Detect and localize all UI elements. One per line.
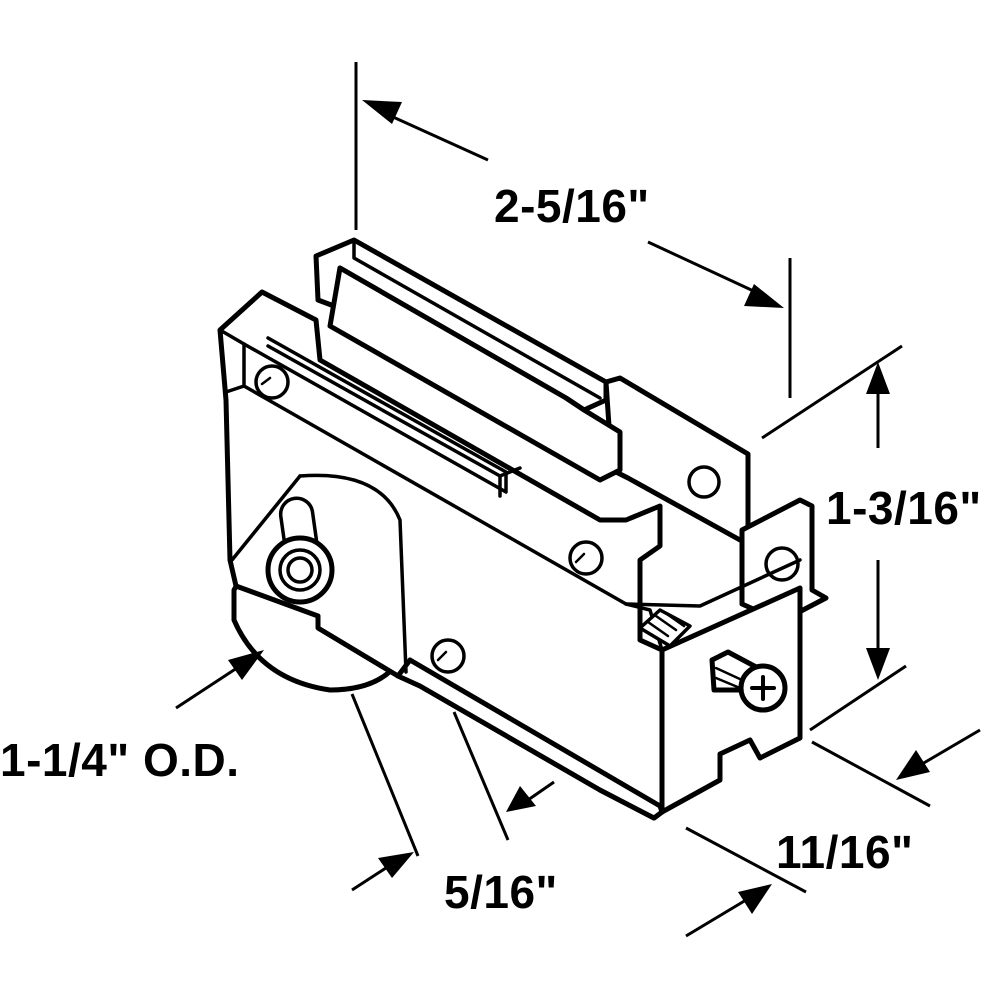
axle-spring bbox=[638, 608, 692, 648]
rear-plate-hole bbox=[687, 465, 721, 499]
dimension-depth-label: 11/16" bbox=[776, 826, 913, 878]
dimension-height: 1-3/16" bbox=[761, 344, 982, 732]
rivet-hole-middle bbox=[568, 540, 604, 576]
dimension-wheel-diameter-label: 1-1/4" O.D. bbox=[0, 734, 240, 786]
adjusting-screw bbox=[709, 649, 788, 713]
rivet-hole-top bbox=[254, 364, 290, 400]
rivet-hole-bottom bbox=[430, 638, 466, 674]
housing-side bbox=[659, 585, 803, 815]
dimension-length-label: 2-5/16" bbox=[494, 180, 650, 232]
dimension-wheel-width: 5/16" bbox=[350, 693, 558, 918]
dimension-wheel-diameter: 1-1/4" O.D. bbox=[0, 650, 264, 786]
axle-boss bbox=[265, 496, 335, 605]
rear-plate bbox=[603, 375, 751, 543]
roller-assembly bbox=[217, 237, 829, 821]
dimension-depth: 11/16" bbox=[685, 728, 981, 938]
dimension-height-label: 1-3/16" bbox=[826, 482, 982, 534]
dimension-wheel-width-label: 5/16" bbox=[444, 866, 558, 918]
lower-housing bbox=[395, 657, 665, 821]
dimension-length: 2-5/16" bbox=[354, 62, 792, 398]
